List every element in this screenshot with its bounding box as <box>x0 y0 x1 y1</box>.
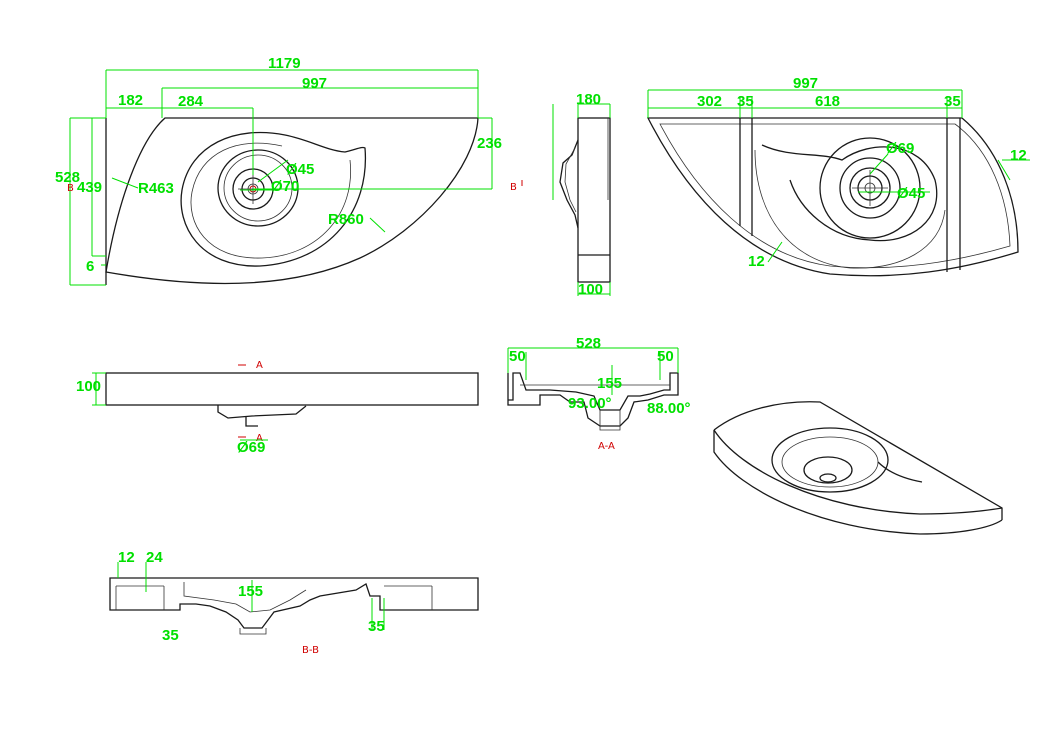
dim-radius-outer: R860 <box>328 211 364 228</box>
dim-section-a-depth: 155 <box>597 375 622 392</box>
dim-seg-a: 302 <box>697 93 722 110</box>
section-mark-b-right: B <box>510 182 517 193</box>
dim-section-a-rim-right: 50 <box>657 348 674 365</box>
dim-inner-width: 997 <box>302 75 327 92</box>
dim-height-right: 236 <box>477 135 502 152</box>
section-b-outline <box>109 577 479 629</box>
dim-section-b-thick-left: 35 <box>162 627 179 644</box>
bottom-view: 997 302 35 618 35 12 12 Ø69 Ø45 <box>646 75 1030 277</box>
dim-seg-b: 35 <box>737 93 754 110</box>
iso-bowl <box>771 427 889 493</box>
dim-bottom-drain-large: Ø69 <box>886 140 914 157</box>
section-mark-a-top: A <box>256 360 263 371</box>
dim-section-a-rim-left: 50 <box>509 348 526 365</box>
dim-section-b-depth: 155 <box>238 583 263 600</box>
dim-section-a-angle-right: 88.00° <box>647 400 691 417</box>
section-a-label: A-A <box>598 441 615 452</box>
dim-rim-right: 12 <box>1010 147 1027 164</box>
section-b-b: 12 24 155 35 35 B-B <box>109 549 479 656</box>
dim-section-a-angle-left: 93.00° <box>568 395 612 412</box>
dim-section-a-width: 528 <box>576 335 601 352</box>
dim-section-b-wall: 24 <box>146 549 163 566</box>
dim-depth: 528 <box>55 169 80 186</box>
basin-outline-top <box>105 117 479 285</box>
dim-front-drain: Ø69 <box>237 439 265 456</box>
dim-side-width: 180 <box>576 91 601 108</box>
dim-edge: 6 <box>86 258 94 275</box>
section-b-label: B-B <box>302 645 319 656</box>
dim-overall-width: 1179 <box>268 55 301 72</box>
dim-radius-inner: R463 <box>138 180 174 197</box>
dim-seg-d: 35 <box>944 93 961 110</box>
side-profile <box>577 117 611 283</box>
bottom-spiral <box>819 137 921 239</box>
spiral-bowl-outer <box>180 131 367 267</box>
top-view: 1179 997 182 284 528 439 B 236 R463 R860… <box>55 55 502 286</box>
dim-rim-bottom: 12 <box>748 253 765 270</box>
dim-section-b-rim: 12 <box>118 549 135 566</box>
iso-top-surface <box>713 401 1003 520</box>
dim-bottom-drain-small: Ø45 <box>897 185 925 202</box>
section-a-a: 528 50 50 155 93.00° 88.00° A-A <box>507 335 691 452</box>
dim-drain-large: Ø70 <box>271 178 299 195</box>
section-mark-a-bottom: A <box>256 433 263 444</box>
dim-depth-inner: 439 <box>77 179 102 196</box>
section-a-outline <box>507 372 679 427</box>
section-mark-b-left: B <box>67 183 74 194</box>
spiral-inner <box>217 149 299 227</box>
dim-seg-c: 618 <box>815 93 840 110</box>
dim-front-height: 100 <box>76 378 101 395</box>
front-view: 100 A A Ø69 <box>76 360 479 456</box>
isometric-view <box>713 401 1003 535</box>
dim-drain-small: Ø45 <box>286 161 314 178</box>
dim-section-b-thick-right: 35 <box>368 618 385 635</box>
front-profile <box>105 372 479 406</box>
dim-side-height: 100 <box>578 281 603 298</box>
dim-bottom-overall: 997 <box>793 75 818 92</box>
basin-outline-bottom <box>646 117 1019 277</box>
dim-bowl-offset: 284 <box>178 93 204 110</box>
dim-left-offset: 182 <box>118 92 143 109</box>
side-view: 180 100 B <box>510 91 611 298</box>
